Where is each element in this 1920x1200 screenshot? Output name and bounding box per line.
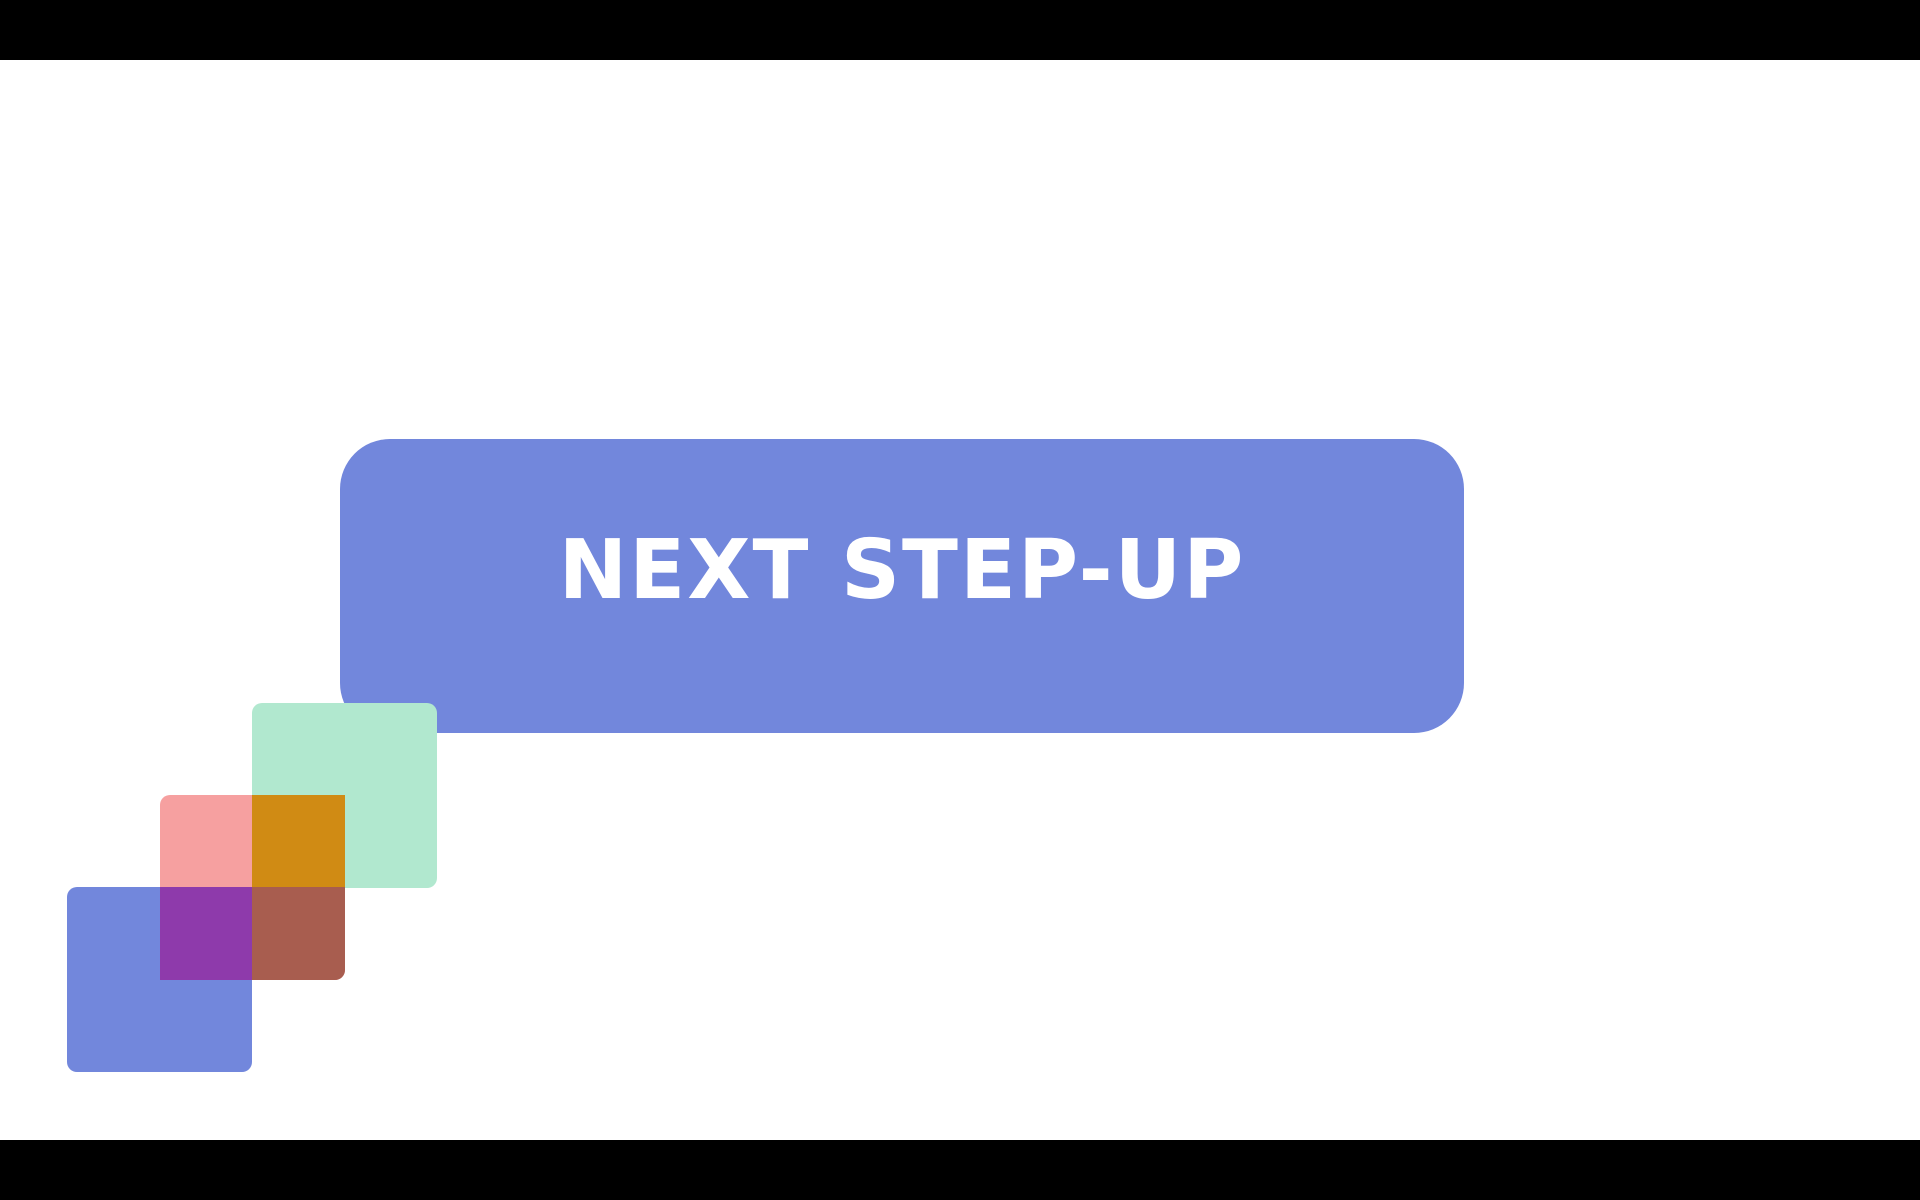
- slide-title: NEXT STEP-UP: [558, 522, 1246, 618]
- slide: NEXT STEP-UP: [0, 60, 1920, 1140]
- decorative-overlap-brown: [252, 887, 345, 980]
- decorative-overlap-purple: [160, 887, 253, 980]
- title-box: NEXT STEP-UP: [340, 439, 1464, 733]
- decorative-overlap-orange: [252, 795, 345, 888]
